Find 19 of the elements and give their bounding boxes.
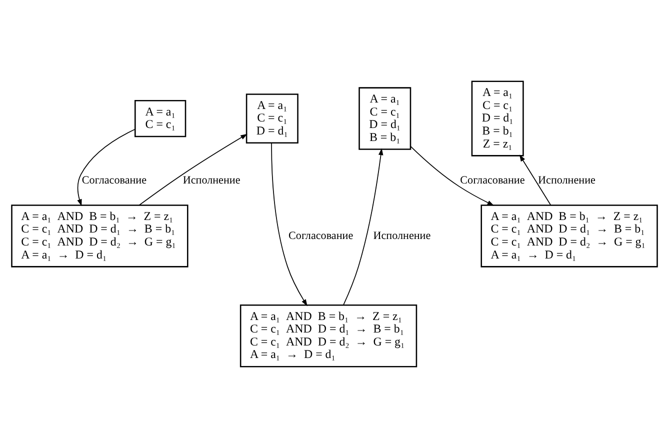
arrow [77, 128, 136, 206]
arrow [519, 154, 552, 206]
node-box: A = a₁ C = c₁ [134, 100, 186, 138]
node-box: A = a₁ AND B = b₁ → Z = z₁ C = c₁ AND D = d₁ → B = b₁ C = c₁ AND D = d₂ → G = g₁ A = a₁ → D = d₁ [240, 304, 418, 368]
arrow [138, 134, 248, 206]
edge-label: Исполнение [538, 174, 596, 186]
arrow [271, 142, 308, 306]
edge-label: Исполнение [182, 174, 240, 186]
edge-label: Согласование [82, 174, 147, 186]
node-box: A = a₁ AND B = b₁ → Z = z₁ C = c₁ AND D = d₁ → B = b₁ C = c₁ AND D = d₂ → G = g₁ A = a₁ → D = d₁ [480, 204, 658, 268]
node-box: A = a₁ C = c₁ D = d₁ B = b₁ [358, 87, 412, 150]
arrow [410, 146, 494, 206]
node-box: A = a₁ C = c₁ D = d₁ B = b₁ Z = z₁ [471, 80, 524, 156]
arrow [343, 148, 384, 306]
node-box: A = a₁ C = c₁ D = d₁ [246, 94, 298, 144]
node-box: A = a₁ AND B = b₁ → Z = z₁ C = c₁ AND D = d₁ → B = b₁ C = c₁ AND D = d₂ → G = g₁ A = a₁ → D = d₁ [11, 204, 188, 268]
edge-label: Исполнение [373, 230, 431, 242]
edge-label: Согласование [460, 174, 525, 186]
edge-label: Согласование [288, 230, 354, 242]
